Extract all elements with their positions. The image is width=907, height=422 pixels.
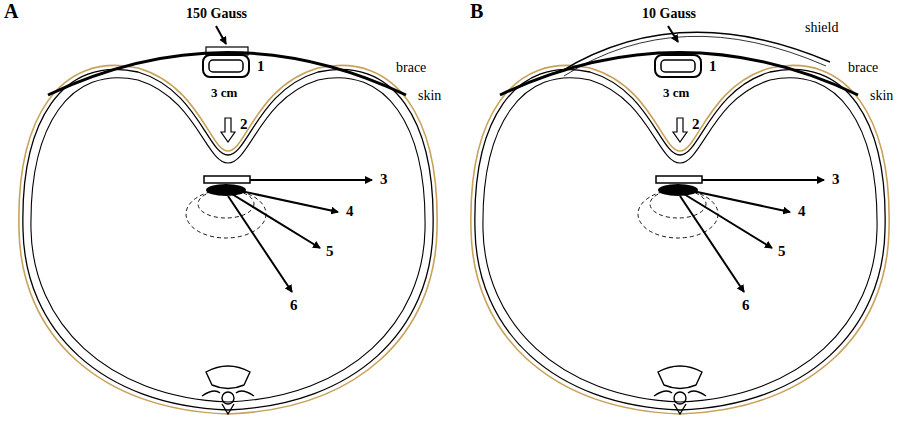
panel-letter: B	[470, 0, 483, 22]
callout-number: 1	[709, 58, 717, 75]
callout-number: 6	[742, 297, 750, 314]
field-label: 150 Gauss	[186, 6, 247, 21]
callout-number: 6	[290, 297, 298, 314]
part-label: skin	[418, 88, 441, 103]
panel-b-drawing	[471, 26, 889, 414]
callout-number: 4	[798, 203, 806, 220]
dimension-label: 3 cm	[663, 86, 689, 100]
panel-letter: A	[4, 0, 18, 22]
panel-a-drawing	[19, 26, 437, 414]
callout-number: 2	[692, 116, 700, 133]
part-label: shield	[805, 20, 838, 35]
callout-number: 2	[240, 116, 248, 133]
callout-number: 5	[326, 243, 334, 260]
callout-number: 5	[778, 243, 786, 260]
part-label: brace	[848, 60, 878, 75]
part-label: brace	[396, 60, 426, 75]
callout-number: 3	[832, 171, 840, 188]
part-label: skin	[870, 88, 893, 103]
callout-number: 3	[380, 171, 388, 188]
dimension-label: 3 cm	[211, 86, 237, 100]
callout-number: 1	[257, 58, 265, 75]
callout-number: 4	[346, 203, 354, 220]
field-label: 10 Gauss	[642, 6, 696, 21]
